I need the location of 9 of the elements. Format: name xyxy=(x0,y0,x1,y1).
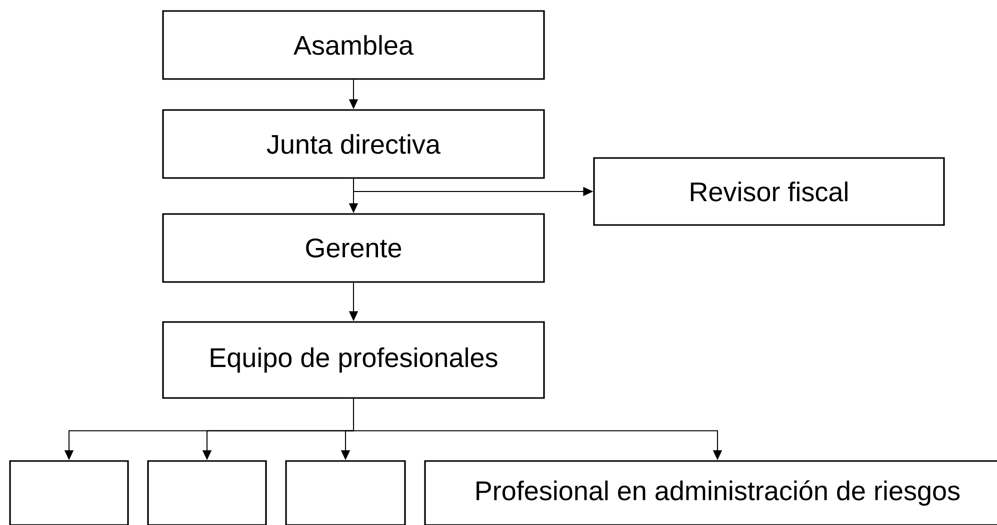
process-box: Equipo de profesionales xyxy=(162,321,545,399)
empty-box xyxy=(9,460,129,525)
process-box: Profesional en administración de riesgos xyxy=(424,460,997,525)
empty-box xyxy=(147,460,267,525)
process-box: Gerente xyxy=(162,213,545,283)
empty-box xyxy=(285,460,406,525)
process-box: Junta directiva xyxy=(162,109,545,179)
process-box: Revisor fiscal xyxy=(593,157,945,226)
process-box: Asamblea xyxy=(162,10,545,80)
